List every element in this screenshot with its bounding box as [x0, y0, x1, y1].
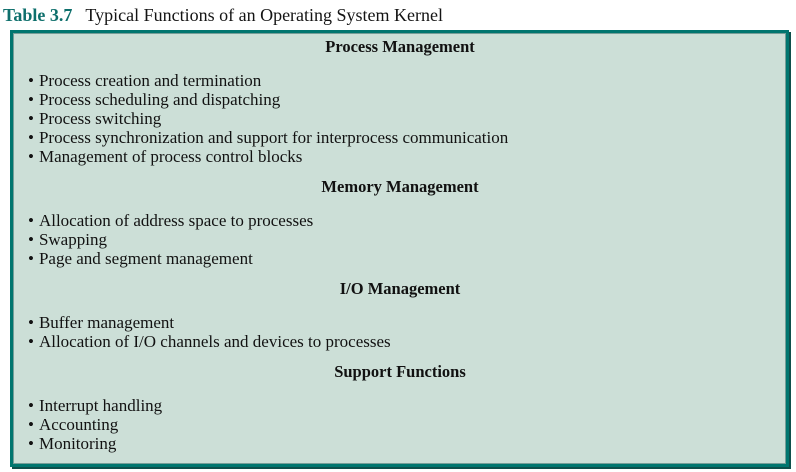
bullet-item: •Monitoring	[28, 434, 774, 453]
bullet-item: •Page and segment management	[28, 249, 774, 268]
bullet-item: •Interrupt handling	[28, 396, 774, 415]
bullet-icon: •	[28, 396, 34, 415]
section-heading: Support Functions	[334, 362, 466, 381]
bullet-icon: •	[28, 109, 34, 128]
bullet-item: •Accounting	[28, 415, 774, 434]
bullet-item: •Swapping	[28, 230, 774, 249]
bullet-item-text: Page and segment management	[38, 249, 253, 268]
section-heading: I/O Management	[339, 279, 461, 298]
bullet-icon: •	[28, 434, 34, 453]
bullet-item: •Management of process control blocks	[28, 147, 774, 166]
section-bullet-list: •Interrupt handling•Accounting•Monitorin…	[26, 396, 774, 453]
section-bullet-list: •Allocation of address space to processe…	[26, 211, 774, 268]
bullet-item: •Process switching	[28, 109, 774, 128]
bullet-icon: •	[28, 90, 34, 109]
kernel-functions-table: Process Management•Process creation and …	[10, 30, 789, 467]
section-heading: Memory Management	[321, 177, 479, 196]
bullet-icon: •	[28, 230, 34, 249]
bullet-item: •Process synchronization and support for…	[28, 128, 774, 147]
section-bullet-list: •Buffer management•Allocation of I/O cha…	[26, 313, 774, 351]
bullet-item-text: Allocation of address space to processes	[38, 211, 314, 230]
bullet-icon: •	[28, 313, 34, 332]
bullet-icon: •	[28, 211, 34, 230]
table-number-label: Table 3.7	[3, 5, 73, 25]
table-title: Typical Functions of an Operating System…	[85, 5, 444, 25]
bullet-item-text: Process synchronization and support for …	[38, 128, 509, 147]
section-heading: Process Management	[325, 37, 475, 56]
bullet-item: •Allocation of address space to processe…	[28, 211, 774, 230]
bullet-item-text: Swapping	[38, 230, 107, 249]
bullet-item: •Process creation and termination	[28, 71, 774, 90]
bullet-icon: •	[28, 415, 34, 434]
bullet-item-text: Interrupt handling	[38, 396, 163, 415]
bullet-icon: •	[28, 332, 34, 351]
bullet-item-text: Accounting	[38, 415, 119, 434]
table-caption: Table 3.7 Typical Functions of an Operati…	[3, 4, 443, 26]
bullet-item-text: Management of process control blocks	[38, 147, 303, 166]
bullet-item-text: Process creation and termination	[38, 71, 262, 90]
bullet-item-text: Process scheduling and dispatching	[38, 90, 281, 109]
bullet-item-text: Buffer management	[38, 313, 175, 332]
table-sections: Process Management•Process creation and …	[26, 37, 774, 454]
section-bullet-list: •Process creation and termination•Proces…	[26, 71, 774, 166]
bullet-item-text: Monitoring	[38, 434, 117, 453]
bullet-icon: •	[28, 128, 34, 147]
bullet-item: •Process scheduling and dispatching	[28, 90, 774, 109]
bullet-icon: •	[28, 249, 34, 268]
bullet-icon: •	[28, 71, 34, 90]
bullet-icon: •	[28, 147, 34, 166]
bullet-item: •Allocation of I/O channels and devices …	[28, 332, 774, 351]
bullet-item-text: Allocation of I/O channels and devices t…	[38, 332, 391, 351]
bullet-item-text: Process switching	[38, 109, 162, 128]
bullet-item: •Buffer management	[28, 313, 774, 332]
